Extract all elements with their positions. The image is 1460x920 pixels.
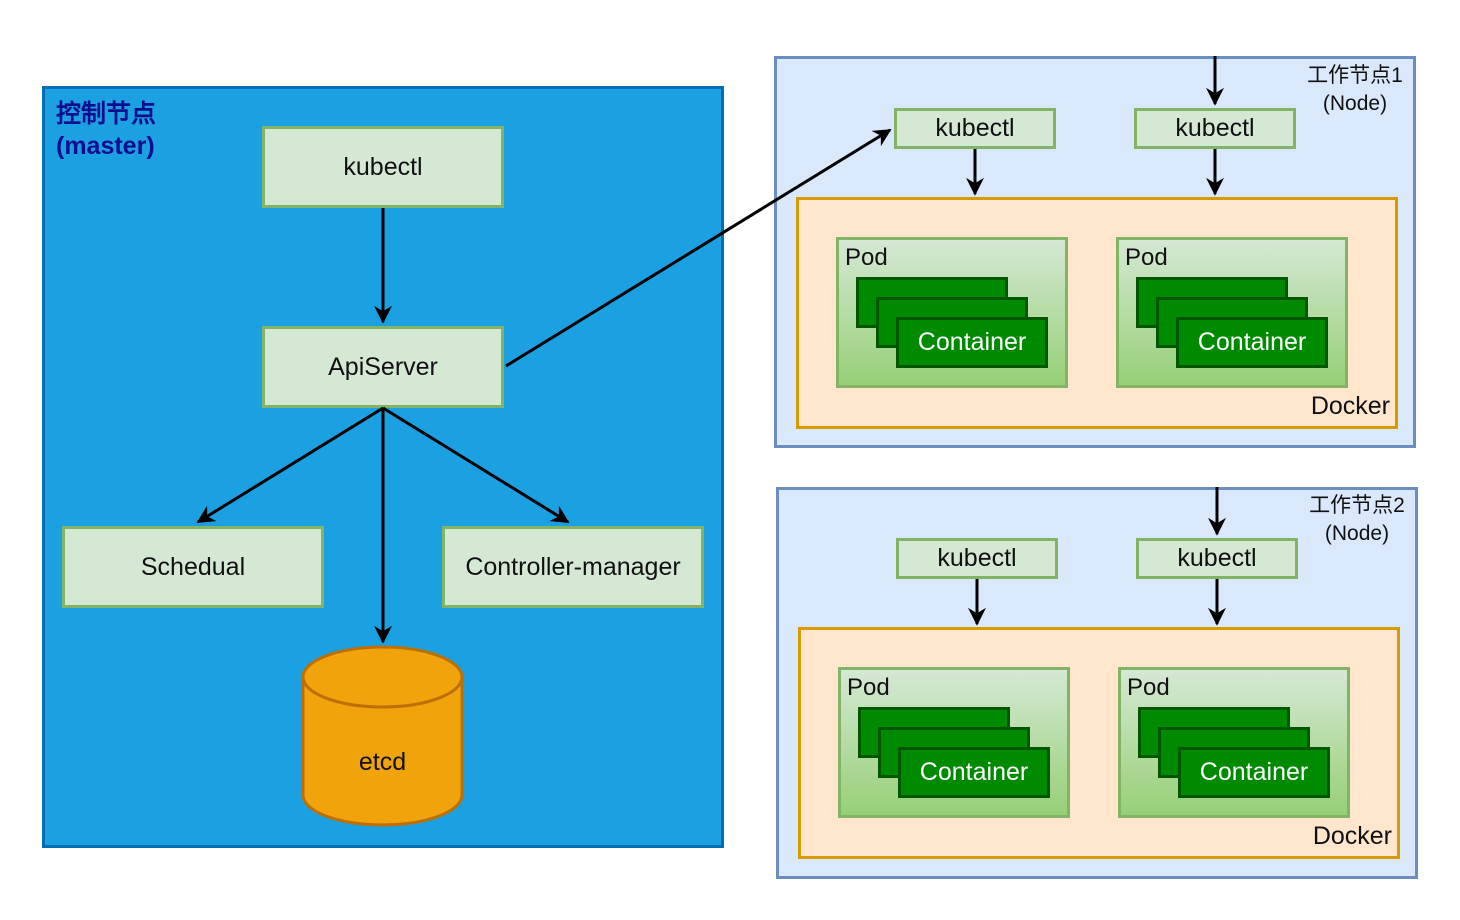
node2-pod-2-container-label: Container <box>1199 758 1309 786</box>
worker-node-1-title: 工作节点1 (Node) <box>1290 62 1420 118</box>
node1-kubectl-right-label: kubectl <box>1175 114 1255 142</box>
etcd-label: etcd <box>358 748 407 776</box>
worker-node-2-title-line2: (Node) <box>1324 522 1390 545</box>
master-kubectl-box[interactable]: kubectl <box>262 126 504 208</box>
worker-node-1-title-line2: (Node) <box>1322 92 1388 115</box>
node2-pod-2-label: Pod <box>1127 674 1170 701</box>
etcd-cylinder[interactable] <box>300 645 465 830</box>
apiserver-box[interactable]: ApiServer <box>262 326 504 408</box>
node1-docker-label: Docker <box>1310 392 1390 420</box>
node1-kubectl-right[interactable]: kubectl <box>1134 108 1296 149</box>
worker-node-2-title: 工作节点2 (Node) <box>1292 492 1422 548</box>
master-title-line2: (master) <box>56 132 155 160</box>
node2-pod-1-container-label: Container <box>919 758 1029 786</box>
worker-node-2-title-line1: 工作节点2 <box>1309 494 1405 517</box>
node2-kubectl-left[interactable]: kubectl <box>896 538 1058 579</box>
node2-pod-1-label: Pod <box>847 674 890 701</box>
scheduler-label: Schedual <box>140 552 246 581</box>
node2-kubectl-right[interactable]: kubectl <box>1136 538 1298 579</box>
node1-kubectl-left-label: kubectl <box>935 114 1015 142</box>
node2-kubectl-right-label: kubectl <box>1177 544 1257 572</box>
node1-kubectl-left[interactable]: kubectl <box>894 108 1056 149</box>
node1-pod-1-label: Pod <box>845 244 888 271</box>
node1-pod-1-container-label: Container <box>917 328 1027 356</box>
controller-manager-box[interactable]: Controller-manager <box>442 526 704 608</box>
scheduler-box[interactable]: Schedual <box>62 526 324 608</box>
node2-pod-2-container[interactable]: Container <box>1178 747 1330 798</box>
node1-pod-2-container-label: Container <box>1197 328 1307 356</box>
node1-pod-2-label: Pod <box>1125 244 1168 271</box>
node2-kubectl-left-label: kubectl <box>937 544 1017 572</box>
apiserver-label: ApiServer <box>328 352 438 381</box>
master-title: 控制节点 (master) <box>56 98 256 162</box>
node1-pod-1-container[interactable]: Container <box>896 317 1048 368</box>
node2-docker-label: Docker <box>1312 822 1392 850</box>
node2-pod-1-container[interactable]: Container <box>898 747 1050 798</box>
master-title-line1: 控制节点 <box>56 100 157 128</box>
worker-node-1-title-line1: 工作节点1 <box>1307 64 1403 87</box>
node1-pod-2-container[interactable]: Container <box>1176 317 1328 368</box>
controller-manager-label: Controller-manager <box>465 552 681 581</box>
master-kubectl-label: kubectl <box>343 152 423 181</box>
